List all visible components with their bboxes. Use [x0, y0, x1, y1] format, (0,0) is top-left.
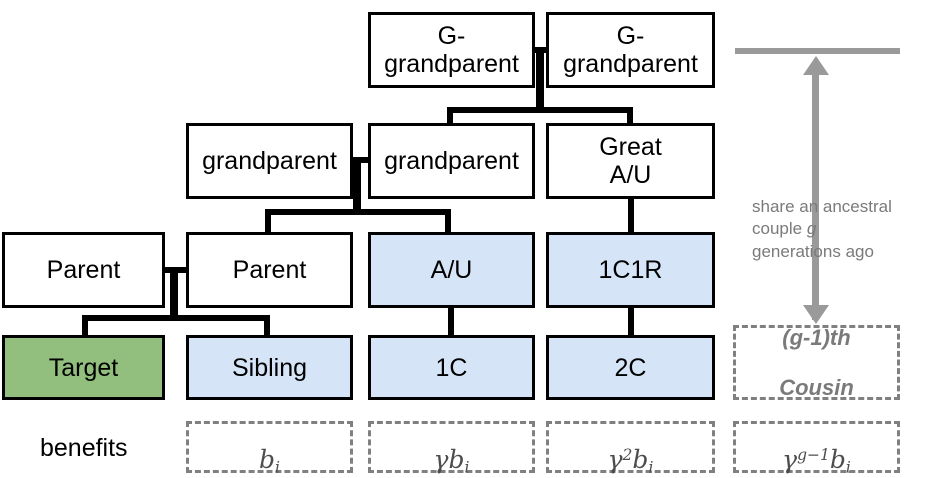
- edge-drop-to-sibling: [264, 315, 270, 337]
- benefit-sub-0: i: [275, 458, 280, 477]
- benefits-row-label: benefits: [40, 434, 128, 462]
- edge-greatau-to-1c1r: [628, 196, 634, 236]
- annotation-arrow-shaft: [812, 70, 819, 320]
- node-sibling[interactable]: Sibling: [186, 335, 353, 400]
- benefit-coef-2: γ: [607, 444, 623, 474]
- annotation-arrow-head-down: [803, 305, 829, 324]
- node-grandparent-right[interactable]: grandparent: [368, 123, 535, 199]
- annotation-line-2: couple g: [752, 218, 912, 240]
- node-2c[interactable]: 2C: [546, 335, 715, 400]
- benefit-sub-1: i: [464, 458, 470, 477]
- node-g-grandparent-right[interactable]: G- grandparent: [546, 12, 715, 88]
- benefit-base-2: b: [632, 444, 649, 474]
- annotation-text: share an ancestral couple g generations …: [752, 196, 912, 263]
- edge-sibship-bar-row3: [265, 209, 451, 215]
- annotation-arrow-head-up: [803, 56, 829, 75]
- edge-drop-to-au: [445, 209, 451, 233]
- benefit-box-1c: γbi: [368, 421, 535, 477]
- benefit-sup-3: g−1: [797, 445, 830, 464]
- benefit-sub-3: i: [845, 458, 851, 477]
- edge-grandparent-drop: [353, 160, 361, 212]
- node-g-grandparent-left[interactable]: G- grandparent: [368, 12, 535, 88]
- benefit-coef-1: γ: [433, 444, 449, 474]
- node-grandparent-left[interactable]: grandparent: [186, 123, 353, 199]
- edge-drop-to-parent-right: [265, 209, 271, 233]
- edge-ggrandparent-drop: [536, 50, 544, 112]
- benefit-coef-3: γ: [782, 444, 798, 474]
- edge-drop-to-target: [82, 315, 88, 337]
- benefit-base-3: b: [829, 444, 846, 474]
- benefit-sup-2: 2: [622, 445, 633, 464]
- annotation-line-2-prefix: couple: [752, 219, 807, 239]
- benefit-box-sibling: bi: [186, 421, 353, 477]
- annotation-line-2-var: g: [806, 219, 817, 239]
- edge-au-to-1c: [448, 305, 454, 337]
- benefit-base-0: b: [259, 444, 276, 474]
- benefit-base-1: b: [448, 444, 465, 474]
- node-au[interactable]: A/U: [368, 232, 535, 308]
- benefit-sub-2: i: [648, 458, 654, 477]
- benefit-box-cousin: γg−1bi: [733, 421, 900, 477]
- edge-sibship-bar-row4: [82, 315, 270, 321]
- cousin-line-2: Cousin: [779, 375, 854, 401]
- node-parent-right[interactable]: Parent: [186, 232, 353, 308]
- node-target[interactable]: Target: [2, 335, 165, 400]
- benefit-box-2c: γ2bi: [546, 421, 715, 477]
- annotation-top-rule: [735, 48, 900, 54]
- edge-1c1r-to-2c: [628, 305, 634, 337]
- annotation-line-3: generations ago: [752, 241, 874, 261]
- node-1c[interactable]: 1C: [368, 335, 535, 400]
- edge-drop-to-grandparent-right: [447, 107, 453, 125]
- node-1c1r[interactable]: 1C1R: [546, 232, 715, 308]
- edge-sibship-bar-row2: [447, 107, 633, 113]
- edge-parent-drop: [170, 270, 178, 318]
- edge-drop-to-great-au: [627, 107, 633, 125]
- annotation-line-1: share an ancestral: [752, 197, 892, 216]
- node-parent-left[interactable]: Parent: [2, 232, 165, 308]
- node-gminus1-cousin[interactable]: (g-1)th Cousin: [733, 325, 900, 400]
- node-great-au[interactable]: Great A/U: [546, 123, 715, 199]
- cousin-line-1: (g-1)th: [782, 324, 851, 350]
